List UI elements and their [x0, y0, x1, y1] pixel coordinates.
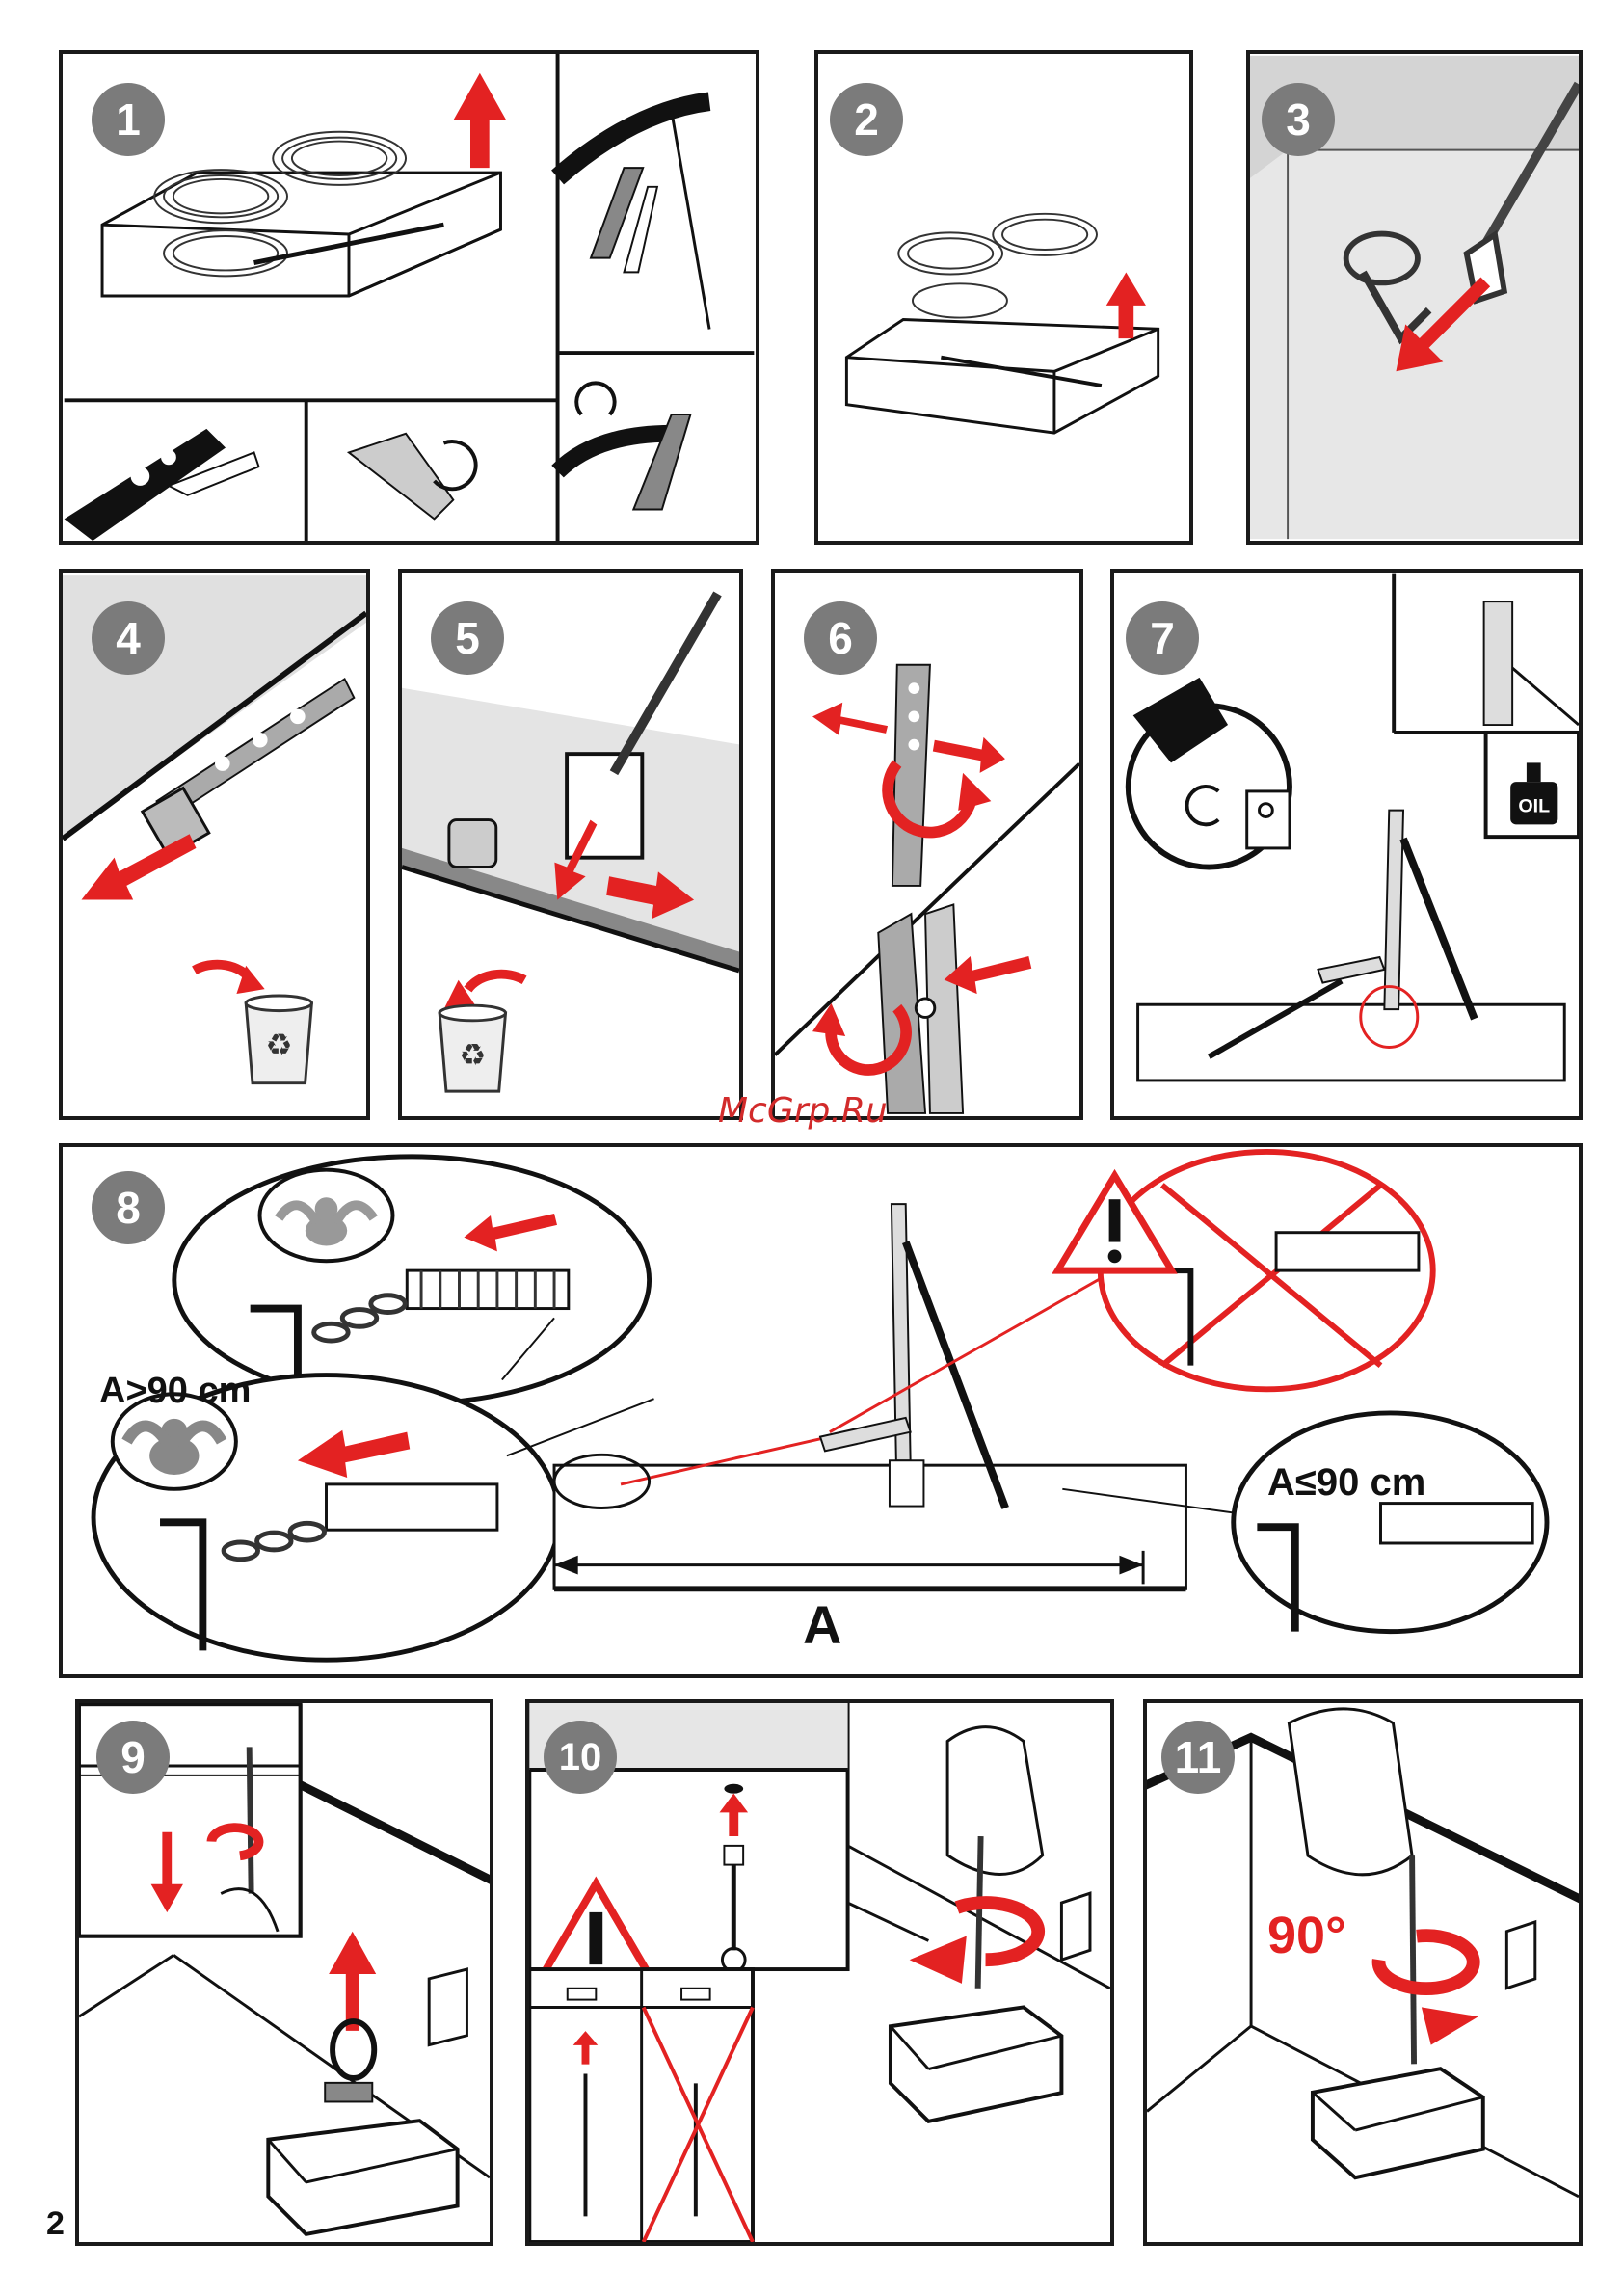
step-badge-10: 10	[544, 1721, 617, 1794]
panel-step-1: 1	[59, 50, 759, 545]
step-badge-1: 1	[92, 83, 165, 156]
label-angle-90: 90°	[1267, 1906, 1346, 1965]
arrow-left-icon	[812, 703, 888, 735]
arrow-down-icon	[82, 834, 197, 899]
panel-step-3: 3	[1246, 50, 1583, 545]
watermark-text: McGrp.Ru	[718, 1091, 888, 1131]
svg-text:♻: ♻	[459, 1038, 486, 1073]
spring-coil-icon	[898, 214, 1097, 318]
panel-step-9: 9	[75, 1699, 493, 2246]
page-number: 2	[46, 2205, 65, 2243]
panel-step-8: 8 A>90 cm A≤90 cm A	[59, 1143, 1583, 1678]
step-badge-8: 8	[92, 1171, 165, 1244]
oil-label: OIL	[1518, 796, 1550, 817]
panel-step-11: 11 90°	[1143, 1699, 1583, 2246]
arrow-up-icon	[453, 73, 506, 168]
strong-man-icon	[260, 1170, 393, 1262]
step-badge-4: 4	[92, 601, 165, 675]
step-badge-6: 6	[804, 601, 877, 675]
panel-step-6: 6	[771, 569, 1083, 1120]
svg-text:♻: ♻	[265, 1028, 292, 1062]
panel-step-7: 7 OIL	[1110, 569, 1583, 1120]
rotate-icon	[1379, 1936, 1478, 2045]
panel-step-2: 2	[814, 50, 1193, 545]
step-10-illustration	[529, 1703, 1110, 2242]
arrow-up-icon	[329, 1932, 376, 2031]
label-a-less-equal-90: A≤90 cm	[1267, 1461, 1425, 1505]
label-a-dimension: A	[803, 1593, 841, 1656]
step-badge-9: 9	[96, 1721, 170, 1794]
label-a-greater-90: A>90 cm	[99, 1371, 251, 1412]
step-badge-2: 2	[830, 83, 903, 156]
panel-step-5: 5 ♻	[398, 569, 743, 1120]
step-badge-5: 5	[431, 601, 504, 675]
step-badge-11: 11	[1161, 1721, 1235, 1794]
step-1-illustration	[63, 54, 756, 541]
panel-step-4: 4 ♻	[59, 569, 370, 1120]
step-badge-7: 7	[1126, 601, 1199, 675]
trash-recycle-icon: ♻	[195, 965, 312, 1083]
trash-recycle-icon: ♻	[439, 974, 524, 1091]
step-badge-3: 3	[1262, 83, 1335, 156]
panel-step-10: 10	[525, 1699, 1114, 2246]
